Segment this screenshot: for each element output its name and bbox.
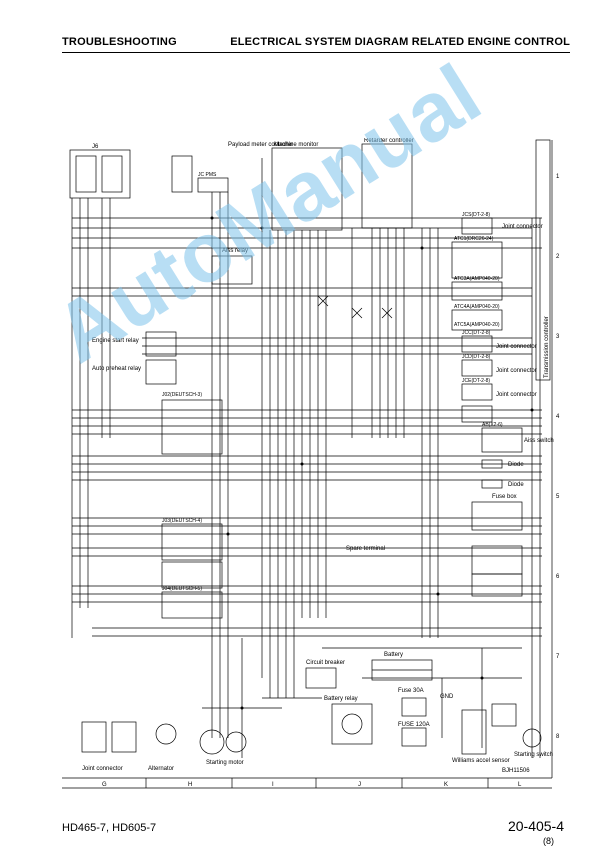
fuse-box-label: Fuse box [492, 494, 517, 500]
jc-pms-label: JC PMS [198, 172, 217, 178]
joint-connector-3-label: Joint connector [496, 368, 537, 374]
williams-sensor-label: Williams accel sensor [452, 758, 510, 764]
jcd-label: JCD(DT-2-8) [462, 354, 491, 360]
j03-label: J03(DEUTSCH-4) [162, 518, 202, 524]
j6-label: J6 [92, 144, 99, 150]
spare-terminal-label: Spare terminal [346, 546, 385, 552]
jcs-label: JCS(DT-2-8) [462, 212, 490, 218]
battery-relay-label: Battery relay [324, 696, 358, 702]
starting-switch-label: Starting switch [514, 752, 553, 758]
wiring-diagram-svg: J6 Payload meter controller Machine moni… [62, 138, 560, 789]
drawing-code: BJH11506 [502, 768, 530, 774]
aiss-switch-label: Aiss switch [524, 438, 554, 444]
row-3: 3 [556, 334, 560, 340]
diode-2-label: Diode [508, 482, 524, 488]
fuse-120a-label: FUSE 120A [398, 722, 430, 728]
row-8: 8 [556, 734, 560, 740]
alternator-label: Alternator [148, 766, 174, 772]
circuit-breaker-label: Circuit breaker [306, 660, 345, 666]
grid-letter-j: J [358, 782, 361, 788]
jcc-label: JCC(DT-2-8) [462, 330, 491, 336]
row-5: 5 [556, 494, 560, 500]
machine-monitor-label: Machine monitor [274, 142, 318, 148]
page-title: ELECTRICAL SYSTEM DIAGRAM RELATED ENGINE… [230, 36, 570, 48]
auto-preheat-relay-label: Auto preheat relay [92, 366, 141, 372]
grid-letter-l: L [518, 782, 522, 788]
retarder-controller-label: Retarder controller [364, 138, 414, 144]
atc4a-label: ATC4A(AMP040-20) [454, 304, 500, 310]
footer-models: HD465-7, HD605-7 [62, 822, 157, 834]
diode-1-label: Diode [508, 462, 524, 468]
row-7: 7 [556, 654, 560, 660]
revision-number: (8) [543, 836, 554, 846]
transmission-controller-label: Transmission controller [544, 316, 550, 378]
j02-label: J02(DEUTSCH-3) [162, 392, 202, 398]
joint-connector-bottom-label: Joint connector [82, 766, 123, 772]
payload-meter-label: Payload meter controller [228, 142, 293, 148]
wiring-diagram: J6 Payload meter controller Machine moni… [62, 138, 570, 790]
engine-start-relay-label: Engine start relay [92, 338, 139, 344]
gnd-label: GND [440, 694, 454, 700]
row-1: 1 [556, 174, 560, 180]
grid-letter-i: I [272, 782, 274, 788]
row-6: 6 [556, 574, 560, 580]
page-number: 20-405-4 [507, 818, 564, 834]
fuse-30a-label: Fuse 30A [398, 688, 424, 694]
joint-connector-4-label: Joint connector [496, 392, 537, 398]
starting-motor-label: Starting motor [206, 760, 244, 766]
section-title: TROUBLESHOOTING [62, 36, 177, 48]
header-rule [62, 52, 570, 53]
battery-label: Battery [384, 652, 403, 658]
row-4: 4 [556, 414, 560, 420]
aiss-relay-label: Aiss relay [222, 248, 248, 254]
atc5a-label: ATC5A(AMP040-20) [454, 322, 500, 328]
row-2: 2 [556, 254, 560, 260]
joint-connector-2-label: Joint connector [496, 344, 537, 350]
grid-letter-h: H [188, 782, 192, 788]
grid-letter-g: G [102, 782, 107, 788]
ab-label: AB(X2-6) [482, 422, 503, 428]
atc3a-label: ATC3A(AMP040-20) [454, 276, 500, 282]
jce-label: JCE(DT-2-8) [462, 378, 490, 384]
atc1-label: ATC1(DRC26-24) [454, 236, 494, 242]
joint-connector-1-label: Joint connector [502, 224, 543, 230]
j04-label: J04(DEUTSCH-5) [162, 586, 202, 592]
grid-letter-k: K [444, 782, 448, 788]
